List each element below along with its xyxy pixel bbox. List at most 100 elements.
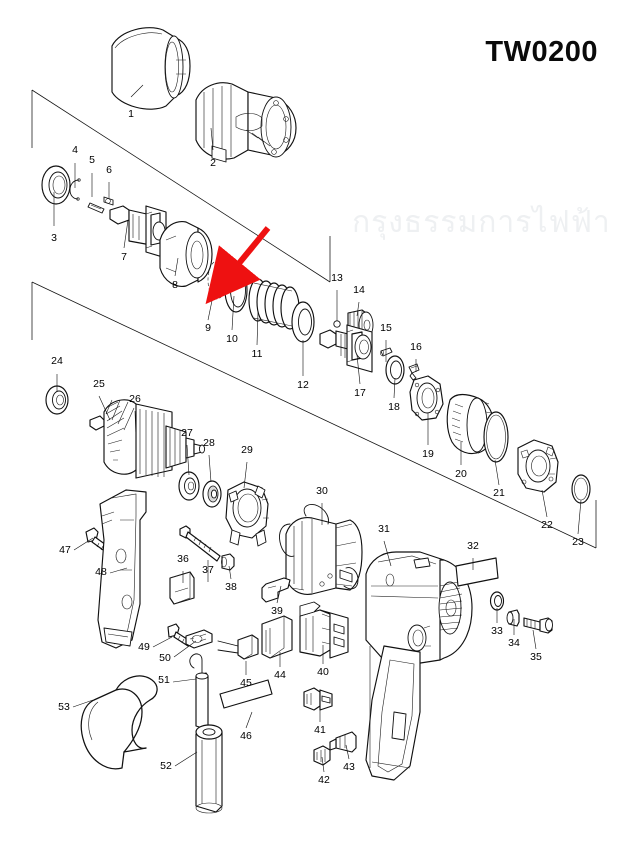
part-number-36: 36 (177, 553, 189, 565)
part-39-lead-terminal (261, 577, 291, 603)
part-1-cover-cone (111, 27, 191, 110)
part-35-tapping-screw (523, 617, 553, 634)
part-21-o-ring (483, 411, 509, 463)
part-4-retaining-ring (69, 178, 81, 201)
leader-line-1 (130, 84, 144, 98)
part-10-washer-ring (224, 267, 248, 313)
part-number-24: 24 (51, 355, 63, 367)
part-number-12: 12 (297, 379, 309, 391)
part-number-8: 8 (172, 279, 178, 291)
part-number-40: 40 (317, 666, 329, 678)
part-number-20: 20 (455, 468, 467, 480)
part-22-bearing-retainer (517, 439, 559, 493)
part-number-50: 50 (159, 652, 171, 664)
part-number-28: 28 (203, 437, 215, 449)
part-number-13: 13 (331, 272, 343, 284)
part-number-17: 17 (354, 387, 366, 399)
part-19-gear-plate (409, 375, 444, 421)
leader-line-14 (356, 301, 360, 317)
leader-line-43 (345, 744, 350, 760)
part-number-42: 42 (318, 774, 330, 786)
part-number-39: 39 (271, 605, 283, 617)
part-3-oil-seal (41, 165, 71, 205)
leader-line-31 (383, 540, 392, 567)
part-number-labels: 1234567891011121314151617181920212223242… (51, 108, 584, 786)
part-number-4: 4 (72, 144, 78, 156)
part-number-14: 14 (353, 284, 365, 296)
part-33-washer (489, 591, 505, 611)
part-number-34: 34 (508, 637, 520, 649)
part-27-insulation-washer (178, 471, 200, 501)
part-46-name-plate (219, 679, 273, 709)
part-8-hammer (159, 221, 213, 287)
part-number-10: 10 (226, 333, 238, 345)
leader-line-11 (256, 311, 259, 346)
part-number-35: 35 (530, 651, 542, 663)
red-arrow (205, 226, 271, 305)
part-number-19: 19 (422, 448, 434, 460)
part-number-29: 29 (241, 444, 253, 456)
model-number-title: TW0200 (485, 36, 598, 68)
part-45-terminal-block (217, 634, 259, 660)
part-40-switch (299, 601, 349, 659)
part-38-nut (221, 553, 235, 571)
leader-line-48 (109, 567, 128, 574)
part-number-5: 5 (89, 154, 95, 166)
part-number-43: 43 (343, 761, 355, 773)
part-number-53: 53 (58, 701, 70, 713)
leader-line-38 (228, 565, 232, 580)
part-number-18: 18 (388, 401, 400, 413)
part-number-48: 48 (95, 566, 107, 578)
leader-line-53 (72, 699, 94, 708)
leader-line-29 (243, 461, 248, 489)
part-number-22: 22 (541, 519, 553, 531)
leader-line-25 (98, 395, 111, 421)
part-30-field-stator (279, 504, 363, 595)
part-16-screw (408, 363, 420, 381)
part-number-23: 23 (572, 536, 584, 548)
leader-line-49 (152, 636, 173, 648)
leader-line-8 (174, 257, 179, 277)
part-34-bushing (506, 609, 520, 627)
thai-watermark: กรุงธรรมการไฟฟ้า (352, 205, 611, 240)
part-18-washer (385, 355, 405, 385)
part-28-ball-bearing (202, 480, 222, 508)
part-32-nameplate (455, 557, 499, 587)
part-number-9: 9 (205, 322, 211, 334)
part-number-41: 41 (314, 724, 326, 736)
leader-line-7 (123, 219, 129, 249)
leader-line-21 (494, 459, 500, 486)
part-number-44: 44 (274, 669, 286, 681)
part-number-26: 26 (129, 393, 141, 405)
leader-line-9 (207, 285, 216, 321)
part-number-45: 45 (240, 677, 252, 689)
part-number-27: 27 (181, 427, 193, 439)
part-number-51: 51 (158, 674, 170, 686)
leader-line-51 (172, 678, 197, 683)
part-leader-lines (53, 84, 582, 773)
leader-line-52 (174, 751, 198, 767)
part-42-cap (313, 745, 331, 766)
part-13-steel-ball (333, 320, 341, 328)
part-number-49: 49 (138, 641, 150, 653)
part-2-gear-housing (195, 82, 297, 163)
part-number-1: 1 (128, 108, 134, 120)
part-7-anvil (109, 205, 167, 259)
part-36-carbon-brush (169, 571, 195, 605)
part-number-52: 52 (160, 760, 172, 772)
leader-line-2 (210, 127, 214, 151)
part-number-33: 33 (491, 625, 503, 637)
leader-line-18 (393, 377, 396, 399)
part-number-11: 11 (252, 348, 263, 360)
part-53-wire-hook (80, 675, 158, 770)
part-number-37: 37 (202, 564, 214, 576)
part-number-47: 47 (59, 544, 71, 556)
part-number-3: 3 (51, 232, 57, 244)
part-number-2: 2 (210, 157, 216, 169)
leader-line-23 (577, 499, 582, 535)
part-48-handle-half (97, 489, 147, 649)
part-23-o-ring-small (571, 474, 591, 504)
part-number-46: 46 (240, 730, 252, 742)
